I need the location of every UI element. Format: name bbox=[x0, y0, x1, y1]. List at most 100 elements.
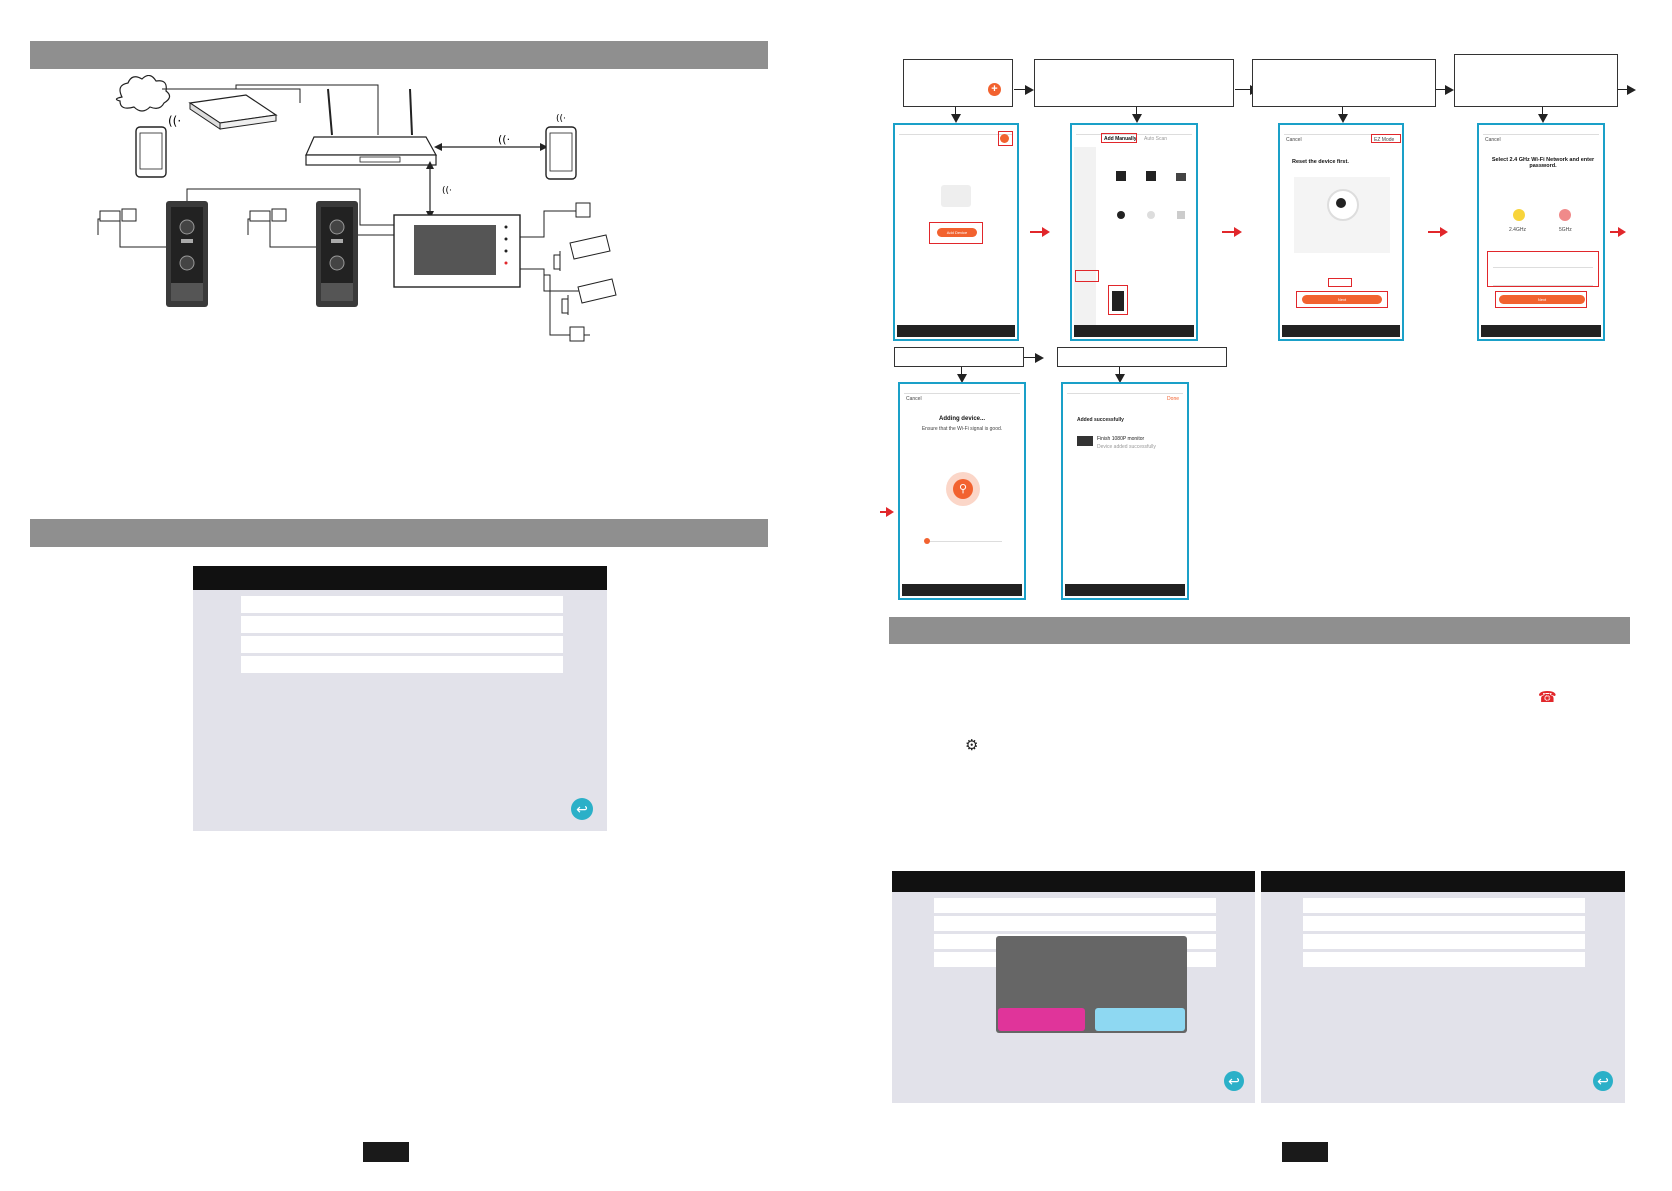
menu-row[interactable] bbox=[934, 916, 1216, 931]
app-screen-added: Done Added successfully Finish 1080P mon… bbox=[1061, 382, 1189, 600]
confirm-dialog bbox=[996, 936, 1187, 1033]
added-device-sub: Device added successfully bbox=[1097, 444, 1156, 450]
flow-arrow bbox=[1132, 114, 1142, 123]
cctv-camera-icon bbox=[577, 278, 617, 304]
monitor-menu-screen: ↩ bbox=[193, 566, 607, 831]
svg-text:((·: ((· bbox=[442, 186, 452, 196]
step-box-6 bbox=[1057, 347, 1227, 367]
red-flow-arrow bbox=[1428, 227, 1448, 237]
gear-icon: ⚙ bbox=[965, 736, 979, 754]
page-number-left bbox=[363, 1142, 409, 1162]
next-button[interactable]: Next bbox=[1302, 295, 1382, 304]
reset-title: Reset the device first. bbox=[1292, 159, 1349, 165]
red-flow-arrow bbox=[1222, 227, 1242, 237]
flow-arrow bbox=[1538, 114, 1548, 123]
menu-row[interactable] bbox=[1303, 952, 1585, 967]
smile-icon bbox=[1513, 209, 1525, 221]
flow-arrow bbox=[951, 114, 961, 123]
highlight-wifi-fields bbox=[1487, 251, 1599, 287]
highlight-add-device bbox=[929, 222, 983, 244]
highlight-device bbox=[1108, 285, 1128, 315]
cancel-link[interactable]: Cancel bbox=[1286, 137, 1302, 143]
monitor-title-bar bbox=[1261, 871, 1625, 892]
monitor-reset-dialog-screen: ↩ bbox=[892, 871, 1255, 1103]
step-box-2 bbox=[1034, 59, 1234, 107]
tab-add-manually[interactable]: Add Manually bbox=[1104, 136, 1137, 142]
android-nav-bar bbox=[1065, 584, 1185, 596]
tab-auto-scan[interactable]: Auto Scan bbox=[1144, 136, 1168, 142]
wiring-diagram: ((· ((· ((· ((· bbox=[97, 75, 617, 342]
done-link[interactable]: Done bbox=[1167, 396, 1179, 402]
monitor-menu-screen-2: ↩ bbox=[1261, 871, 1625, 1103]
menu-row[interactable] bbox=[1303, 916, 1585, 931]
flow-arrow bbox=[1025, 85, 1034, 95]
monitor-title-bar bbox=[892, 871, 1255, 892]
red-flow-arrow bbox=[1610, 227, 1626, 237]
back-button[interactable]: ↩ bbox=[571, 798, 593, 820]
step-box-1: + bbox=[903, 59, 1013, 107]
add-device-button[interactable]: Add Device bbox=[937, 228, 977, 237]
next-button[interactable]: Next bbox=[1499, 295, 1585, 304]
highlight-category bbox=[1075, 270, 1099, 282]
cloud-icon bbox=[115, 75, 171, 112]
cancel-link[interactable]: Cancel bbox=[1485, 137, 1501, 143]
cancel-link[interactable]: Cancel bbox=[906, 396, 922, 402]
step-box-3 bbox=[1252, 59, 1436, 107]
search-icon: ⚲ bbox=[953, 479, 973, 499]
step-box-4 bbox=[1454, 54, 1618, 107]
added-device-name: Finish 1080P monitor bbox=[1097, 436, 1145, 442]
adding-hint: Ensure that the Wi-Fi signal is good. bbox=[921, 426, 1003, 432]
ez-mode-select[interactable]: EZ Mode bbox=[1374, 137, 1395, 143]
svg-text:((·: ((· bbox=[168, 114, 181, 128]
section-header-bar-1 bbox=[30, 41, 768, 69]
section-header-bar-3 bbox=[889, 617, 1630, 644]
monitor-title-bar bbox=[193, 566, 607, 590]
add-icon-button[interactable] bbox=[1000, 134, 1009, 143]
menu-row[interactable] bbox=[241, 616, 563, 633]
router-icon bbox=[305, 136, 438, 156]
progress-steps bbox=[926, 541, 1002, 542]
step-box-5 bbox=[894, 347, 1024, 367]
adding-title: Adding device... bbox=[938, 416, 985, 422]
highlight-next bbox=[1495, 291, 1587, 308]
back-button[interactable]: ↩ bbox=[1593, 1071, 1613, 1091]
android-nav-bar bbox=[897, 325, 1015, 337]
flow-arrow bbox=[1445, 85, 1454, 95]
highlight-confirm bbox=[1328, 278, 1352, 287]
android-nav-bar bbox=[1282, 325, 1400, 337]
password-field[interactable] bbox=[1493, 273, 1593, 286]
added-title: Added successfully bbox=[1077, 417, 1124, 423]
dialog-confirm-button[interactable] bbox=[998, 1008, 1085, 1031]
app-screen-reset: Cancel EZ Mode Reset the device first. N… bbox=[1278, 123, 1404, 341]
frown-icon bbox=[1559, 209, 1571, 221]
red-flow-arrow bbox=[880, 507, 894, 517]
menu-row[interactable] bbox=[241, 636, 563, 653]
app-screen-adding: Cancel Adding device... Ensure that the … bbox=[898, 382, 1026, 600]
svg-text:((·: ((· bbox=[556, 114, 566, 124]
ssid-field[interactable] bbox=[1493, 255, 1593, 268]
menu-row[interactable] bbox=[241, 596, 563, 613]
menu-row[interactable] bbox=[1303, 934, 1585, 949]
plus-icon: + bbox=[988, 83, 1001, 96]
highlight-add bbox=[998, 131, 1013, 146]
back-button[interactable]: ↩ bbox=[1224, 1071, 1244, 1091]
device-thumbnail bbox=[1077, 436, 1093, 446]
wifi-title: Select 2.4 GHz Wi-Fi Network and enter p… bbox=[1491, 157, 1595, 169]
app-screen-wifi: Cancel Select 2.4 GHz Wi-Fi Network and … bbox=[1477, 123, 1605, 341]
page-number-right bbox=[1282, 1142, 1328, 1162]
menu-row[interactable] bbox=[1303, 898, 1585, 913]
cctv-camera-icon bbox=[569, 234, 611, 260]
dialog-cancel-button[interactable] bbox=[1095, 1008, 1185, 1031]
highlight-tab bbox=[1101, 133, 1137, 143]
app-screen-add-manually: Add Manually Auto Scan bbox=[1070, 123, 1198, 341]
flow-arrow bbox=[1627, 85, 1636, 95]
menu-row[interactable] bbox=[934, 898, 1216, 913]
flow-arrow bbox=[1338, 114, 1348, 123]
flow-arrow bbox=[1035, 353, 1044, 363]
red-flow-arrow bbox=[1030, 227, 1050, 237]
android-nav-bar bbox=[902, 584, 1022, 596]
highlight-ez-mode bbox=[1371, 134, 1401, 143]
menu-row[interactable] bbox=[241, 656, 563, 673]
app-screen-home: Add Device bbox=[893, 123, 1019, 341]
flow-arrow bbox=[957, 374, 967, 383]
